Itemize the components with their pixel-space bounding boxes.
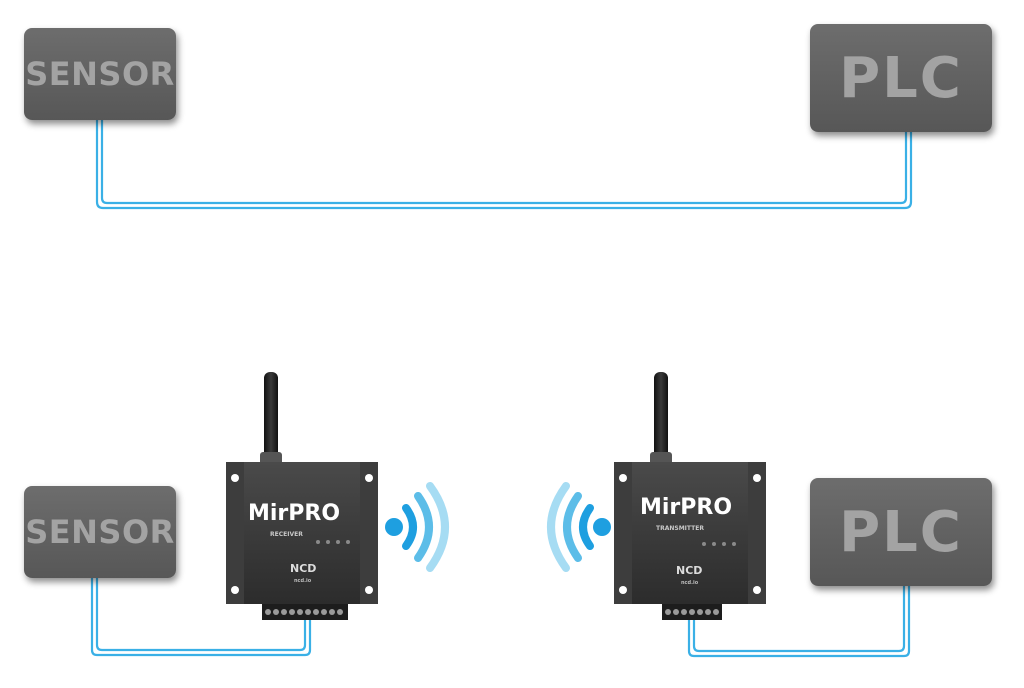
sensor-box-bottom: SENSOR <box>24 486 176 578</box>
transmitter-mode: TRANSMITTER <box>656 525 704 532</box>
plc-box-bottom: PLC <box>810 478 992 586</box>
wired-link-transmitter-plc <box>687 586 911 658</box>
wireless-signal-left-icon <box>547 482 611 572</box>
wired-link-top <box>95 120 913 210</box>
transmitter-device: MirPRO TRANSMITTER NCD ncd.io <box>614 372 766 620</box>
transmitter-leds <box>702 542 736 546</box>
transmitter-site: ncd.io <box>681 580 699 586</box>
antenna-icon <box>654 372 668 464</box>
wired-link-sensor-receiver <box>90 578 312 657</box>
plc-label: PLC <box>839 45 963 111</box>
plc-box-top: PLC <box>810 24 992 132</box>
sensor-box-top: SENSOR <box>24 28 176 120</box>
wireless-signal-right-icon <box>385 482 449 572</box>
receiver-site: ncd.io <box>294 578 312 584</box>
sensor-label: SENSOR <box>25 55 175 93</box>
transmitter-maker: NCD <box>676 564 702 577</box>
sensor-label: SENSOR <box>25 513 175 551</box>
receiver-device: MirPRO RECEIVER NCD ncd.io <box>226 372 378 620</box>
receiver-brand: MirPRO <box>248 501 340 526</box>
receiver-leds <box>316 540 350 544</box>
transmitter-brand: MirPRO <box>640 495 732 520</box>
antenna-icon <box>264 372 278 464</box>
plc-label: PLC <box>839 499 963 565</box>
receiver-maker: NCD <box>290 562 316 575</box>
receiver-mode: RECEIVER <box>270 531 303 538</box>
